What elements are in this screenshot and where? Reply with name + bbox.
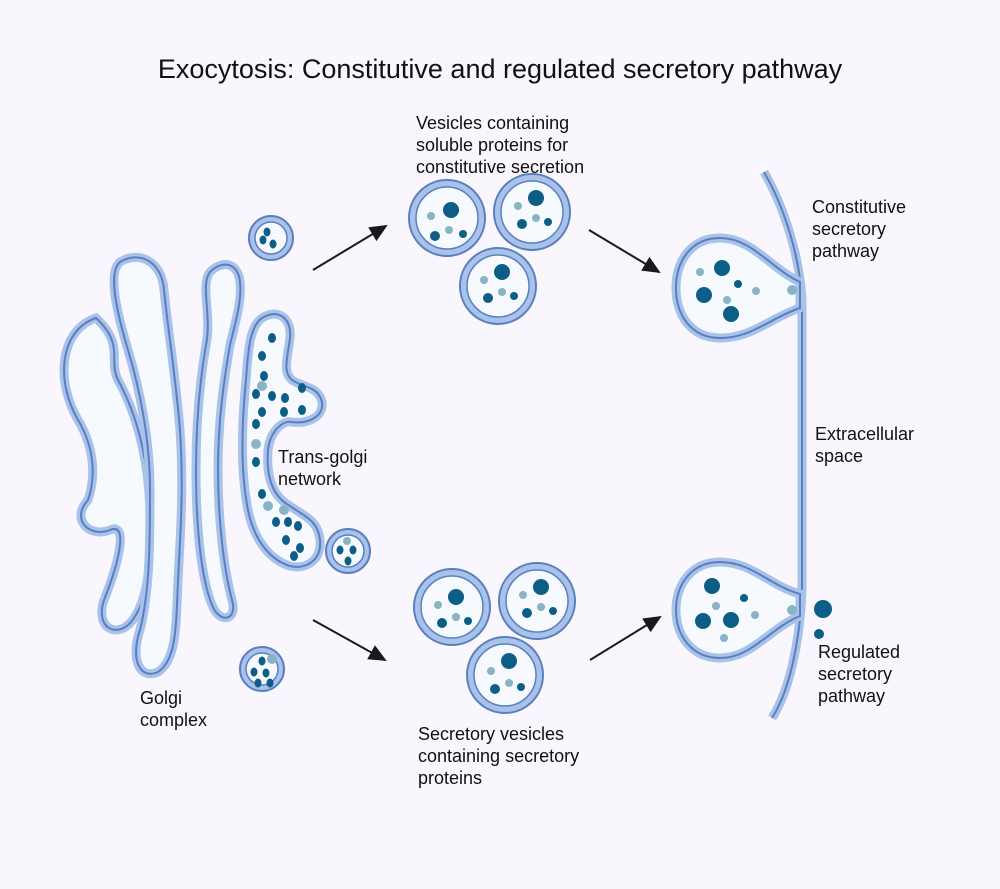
fusing-vesicle-constitutive bbox=[671, 233, 805, 343]
plasma-membrane bbox=[759, 167, 1000, 721]
arrow-secretory-to-membrane bbox=[589, 615, 662, 661]
secretory-vesicle-1 bbox=[413, 568, 491, 646]
label-line: constitutive secretion bbox=[416, 157, 585, 177]
golgi-vesicle-right bbox=[325, 528, 371, 574]
label-line: Regulated bbox=[818, 642, 901, 662]
label-line: pathway bbox=[818, 686, 886, 706]
secretory-vesicle-3 bbox=[466, 636, 544, 714]
label-line: pathway bbox=[812, 241, 880, 261]
label-golgi-complex: Golgi complex bbox=[140, 687, 207, 731]
label-secretory-vesicles: Secretory vesicles containing secretory … bbox=[418, 723, 579, 789]
label-line: space bbox=[815, 446, 864, 466]
golgi-vesicle-top bbox=[248, 215, 294, 261]
fusing-vesicle-regulated bbox=[671, 557, 832, 663]
arrow-constitutive-to-membrane bbox=[588, 229, 661, 274]
trans-golgi-proteins bbox=[252, 333, 306, 561]
label-line: Extracellular bbox=[815, 424, 915, 444]
label-line: network bbox=[278, 469, 342, 489]
label-regulated-pathway: Regulated secretory pathway bbox=[818, 641, 900, 707]
arrow-golgi-to-constitutive bbox=[312, 224, 388, 271]
label-line: Trans-golgi bbox=[278, 447, 368, 467]
constitutive-vesicle-3 bbox=[459, 247, 537, 325]
label-line: Vesicles containing bbox=[416, 113, 570, 133]
golgi-vesicle-bottom bbox=[239, 646, 285, 692]
label-line: Constitutive bbox=[812, 197, 907, 217]
label-line: Golgi bbox=[140, 688, 183, 708]
label-line: secretory bbox=[812, 219, 887, 239]
arrows bbox=[312, 224, 662, 661]
label-constitutive-vesicles: Vesicles containing soluble proteins for… bbox=[416, 112, 584, 178]
golgi-complex bbox=[59, 252, 327, 679]
label-line: soluble proteins for bbox=[416, 135, 569, 155]
constitutive-vesicle-1 bbox=[408, 179, 486, 257]
label-constitutive-pathway: Constitutive secretory pathway bbox=[812, 196, 906, 262]
constitutive-vesicle-2 bbox=[493, 173, 571, 251]
label-line: proteins bbox=[418, 768, 483, 788]
label-extracellular-space: Extracellular space bbox=[815, 423, 914, 467]
arrow-golgi-to-secretory bbox=[312, 619, 387, 661]
secretory-vesicle-2 bbox=[498, 562, 576, 640]
label-line: complex bbox=[140, 710, 208, 730]
label-trans-golgi-network: Trans-golgi network bbox=[278, 446, 367, 490]
label-line: secretory bbox=[818, 664, 893, 684]
diagram-title: Exocytosis: Constitutive and regulated s… bbox=[157, 54, 843, 84]
label-line: containing secretory bbox=[418, 746, 580, 766]
label-line: Secretory vesicles bbox=[418, 724, 565, 744]
